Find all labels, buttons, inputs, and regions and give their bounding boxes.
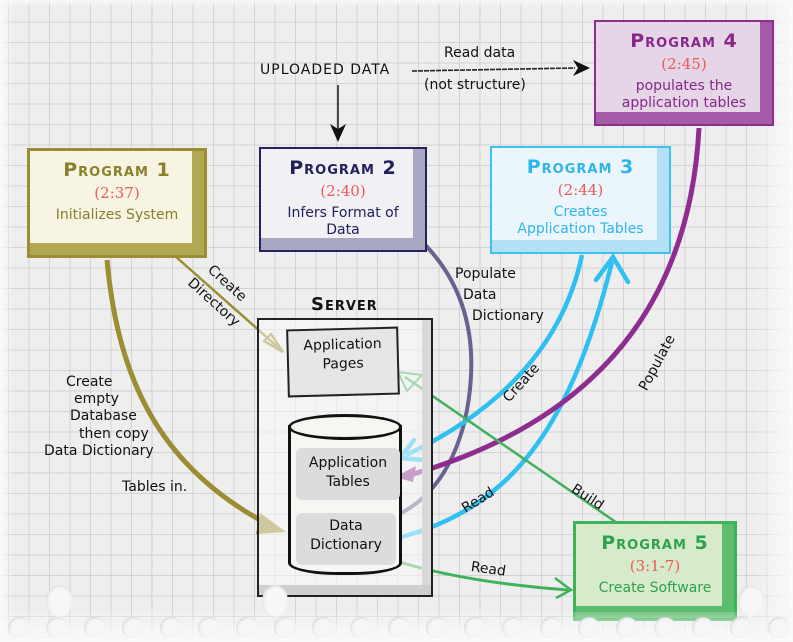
binder-hole xyxy=(46,585,72,617)
arrow-read-dictionary-to-program3 xyxy=(393,252,631,542)
data-dictionary-line: Dictionary xyxy=(310,537,382,553)
box-shadow xyxy=(413,149,425,250)
binder-hole xyxy=(198,617,220,639)
create-db-label-line: Data Dictionary xyxy=(44,443,154,459)
binder-hole xyxy=(578,617,600,639)
binder-hole xyxy=(464,617,486,639)
application-pages-box: Application Pages xyxy=(286,326,400,398)
create-db-label-line: empty xyxy=(74,391,119,407)
binder-hole xyxy=(160,617,182,639)
server-title: Server xyxy=(311,294,378,315)
box-shadow xyxy=(596,112,772,124)
box-shadow xyxy=(492,240,669,252)
program-4-box: Program 4 (2:45) populates the applicati… xyxy=(594,20,774,126)
box-shadow xyxy=(261,238,425,250)
program-title: Program 3 xyxy=(526,156,635,178)
description-line: Infers Format of xyxy=(287,205,399,221)
program-title: Program 5 xyxy=(601,532,709,554)
arrow-uploaded-to-program4 xyxy=(411,60,590,76)
box-shadow xyxy=(30,243,204,255)
app-tables-line: Tables xyxy=(326,474,370,490)
binder-hole xyxy=(388,617,410,639)
read-data-label: Read data xyxy=(444,45,516,61)
program-title: Program 4 xyxy=(630,30,738,52)
program-reference: (3:1-7) xyxy=(629,557,681,575)
program-reference: (2:37) xyxy=(94,184,140,202)
app-pages-line: Pages xyxy=(322,355,364,373)
program-reference: (2:45) xyxy=(661,55,707,73)
box-shadow xyxy=(192,151,204,255)
create-db-label-line: then copy xyxy=(79,426,149,442)
data-dictionary-section: Data Dictionary xyxy=(296,513,396,565)
create-db-label-line: Tables in. xyxy=(122,479,188,495)
program-description: Infers Format of Data xyxy=(261,205,425,239)
binder-hole xyxy=(350,617,372,639)
box-shadow xyxy=(657,148,669,252)
program-description: populates the application tables xyxy=(596,78,772,112)
binder-hole xyxy=(502,617,524,639)
box-shadow xyxy=(422,320,431,595)
binder-hole xyxy=(262,585,288,617)
program-title: Program 2 xyxy=(289,157,397,179)
create-db-label-line: Database xyxy=(70,408,137,424)
description-line: populates the xyxy=(635,78,733,94)
populate-dd-label-line: Populate xyxy=(455,266,516,282)
binder-hole xyxy=(46,617,68,639)
binder-hole xyxy=(692,617,714,639)
application-tables-section: Application Tables xyxy=(296,448,400,500)
program-description: Create Software xyxy=(598,580,712,596)
arrow-uploaded-to-program2 xyxy=(330,85,346,142)
description-line: Creates xyxy=(553,204,608,220)
app-tables-line: Application xyxy=(308,455,388,471)
binder-hole xyxy=(312,617,334,639)
paper-edge-left xyxy=(0,0,14,642)
program-2-box: Program 2 (2:40) Infers Format of Data xyxy=(259,147,427,252)
box-shadow xyxy=(760,22,772,124)
binder-hole xyxy=(8,617,30,639)
program-5-box: Program 5 (3:1-7) Create Software xyxy=(573,521,737,621)
binder-hole xyxy=(274,617,296,639)
binder-hole xyxy=(616,617,638,639)
data-dictionary-line: Data xyxy=(329,518,363,534)
binder-hole xyxy=(768,617,790,639)
populate-dd-label-line: Dictionary xyxy=(472,308,544,324)
program-title: Program 1 xyxy=(63,159,171,181)
binder-hole xyxy=(84,617,106,639)
binder-hole xyxy=(738,585,764,617)
program-reference: (2:40) xyxy=(320,182,366,200)
binder-hole xyxy=(122,617,144,639)
paper-edge-top xyxy=(0,0,793,6)
program-description: Creates Application Tables xyxy=(492,204,669,238)
database-cylinder-top xyxy=(288,414,402,440)
box-shadow xyxy=(259,585,431,595)
binder-hole xyxy=(426,617,448,639)
not-structure-label: (not structure) xyxy=(424,77,526,93)
binder-hole xyxy=(540,617,562,639)
description-line: application tables xyxy=(621,95,747,111)
create-db-label-line: Create xyxy=(66,374,113,390)
program-description: Initializes System xyxy=(55,207,179,223)
program-3-box: Program 3 (2:44) Creates Application Tab… xyxy=(490,146,671,254)
populate-dd-label-line: Data xyxy=(463,287,497,303)
uploaded-data-label: UPLOADED DATA xyxy=(260,62,391,78)
binder-hole xyxy=(730,617,752,639)
box-shadow xyxy=(722,524,734,618)
description-line: Data xyxy=(326,222,360,238)
program-reference: (2:44) xyxy=(557,181,604,199)
app-pages-line: Application xyxy=(303,335,382,355)
program-1-box: Program 1 (2:37) Initializes System xyxy=(27,148,207,258)
binder-hole xyxy=(654,617,676,639)
binder-hole xyxy=(236,617,258,639)
description-line: Application Tables xyxy=(517,221,644,237)
